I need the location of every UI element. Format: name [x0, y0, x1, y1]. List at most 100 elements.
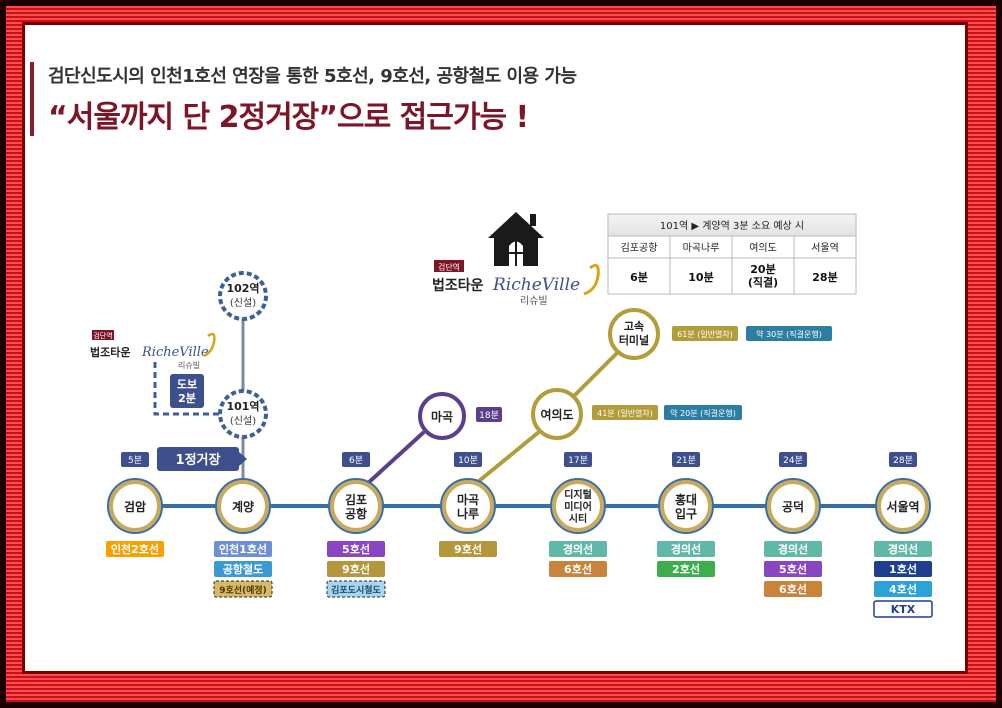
line-badge — [214, 561, 272, 577]
line-badge-label: 인천1호선 — [219, 542, 267, 556]
line-badge — [657, 541, 715, 557]
time-table-header: 서울역 — [811, 242, 839, 254]
time-table-value: 20분 — [750, 263, 775, 276]
line-badge — [873, 600, 933, 618]
brand-town-small: 법조타운 — [90, 345, 130, 359]
station-102-name: 102역 — [226, 281, 259, 295]
station-time: 17분 — [568, 455, 588, 466]
walk-time: 2분 — [178, 392, 196, 405]
yeouido-normal: 41분 (일반열차) — [597, 409, 653, 418]
one-stop-badge: 1정거장 — [157, 447, 247, 471]
line-badge — [657, 561, 715, 577]
line-badge-label: 9호선(예정) — [219, 584, 267, 596]
magok-time-badge: 18분 — [476, 407, 502, 422]
line-badge — [214, 541, 272, 557]
brand-swoosh-icon — [583, 263, 600, 296]
line-badge-label: 인천2호선 — [111, 542, 159, 556]
brand-badge: 검단역 — [438, 262, 460, 272]
brand-logo-text-small: RicheVille — [141, 345, 209, 360]
headline-subtitle: 검단신도시의 인천1호선 연장을 통한 5호선, 9호선, 공항철도 이용 가능 — [48, 66, 577, 87]
time-table-value: 10분 — [688, 271, 713, 284]
line-badge — [874, 541, 932, 557]
station-time: 6분 — [349, 455, 363, 466]
brand-logo-text: RicheVille — [492, 275, 580, 295]
station-102-status: (신설) — [230, 297, 256, 309]
station-time-badge — [454, 452, 482, 467]
station-7[interactable]: 공덕 — [765, 478, 821, 534]
station-time-badge — [672, 452, 700, 467]
line-badge — [764, 561, 822, 577]
line-badge-label: 5호선 — [779, 562, 807, 576]
station-time: 10분 — [458, 455, 478, 466]
line-badge-label: 4호선 — [889, 582, 917, 596]
brand-badge-small: 검단역 — [93, 331, 112, 340]
station-yeouido-name: 여의도 — [540, 407, 573, 422]
station-magok[interactable]: 마곡 — [418, 392, 466, 440]
station-terminal-name-2: 터미널 — [619, 333, 649, 347]
time-table-header: 여의도 — [749, 242, 777, 254]
line-badge-label: 9호선 — [342, 562, 370, 576]
station-102[interactable]: 102역 (신설) — [218, 271, 268, 321]
terminal-express-badge: 약 30분 (직결운행) — [746, 326, 832, 341]
station-name: 검암 — [124, 499, 146, 514]
line-badge-label: 6호선 — [779, 582, 807, 596]
station-1[interactable]: 검암 — [107, 478, 163, 534]
station-name: 마곡 — [457, 492, 479, 507]
magok-time: 18분 — [479, 410, 499, 421]
brand-sub: 리슈빌 — [520, 295, 548, 307]
line-badge — [106, 541, 164, 557]
yeouido-normal-badge: 41분 (일반열차) — [592, 405, 658, 420]
headline-block: 검단신도시의 인천1호선 연장을 통한 5호선, 9호선, 공항철도 이용 가능… — [30, 62, 728, 136]
station-name: 나루 — [457, 506, 479, 521]
line-badge-label: 경의선 — [671, 542, 701, 556]
station-4[interactable]: 마곡나루 — [440, 478, 496, 534]
line-badge — [549, 541, 607, 557]
line-badge-label: KTX — [891, 603, 916, 616]
station-yeouido[interactable]: 여의도 — [531, 388, 583, 440]
line-yeouido — [466, 425, 547, 492]
line-badge — [439, 541, 497, 557]
line-badge-label: 김포도시철도 — [331, 584, 381, 596]
line-badge-label: 경의선 — [563, 542, 593, 556]
station-time-badge — [779, 452, 807, 467]
station-time: 21분 — [676, 455, 696, 466]
yeouido-express-badge: 약 20분 (직결운행) — [664, 405, 742, 420]
station-101[interactable]: 101역 (신설) — [218, 389, 268, 439]
line-badge-label: 9호선 — [454, 542, 482, 556]
station-3[interactable]: 김포공항 — [328, 478, 384, 534]
yeouido-express: 약 20분 (직결운행) — [670, 408, 736, 418]
line-badge-label: 공항철도 — [223, 562, 263, 576]
time-table-value: (직결) — [748, 275, 778, 289]
station-time-badge — [121, 452, 149, 467]
brand-town: 법조타운 — [432, 278, 484, 294]
line-badge — [874, 561, 932, 577]
station-8[interactable]: 서울역 — [875, 478, 931, 534]
line-badge — [327, 561, 385, 577]
line-badge-label: 경의선 — [778, 542, 808, 556]
station-terminal-name-1: 고속 — [624, 320, 644, 333]
station-time: 28분 — [893, 455, 913, 466]
station-terminal[interactable]: 고속 터미널 — [608, 308, 660, 360]
line-terminal — [568, 348, 622, 402]
house-icon — [488, 212, 544, 266]
time-table-header: 김포공항 — [621, 242, 658, 254]
station-2[interactable]: 계양 — [215, 478, 271, 534]
line-badge — [213, 580, 273, 598]
station-time-badge — [342, 452, 370, 467]
station-time-badge — [564, 452, 592, 467]
terminal-normal: 61분 (일반열차) — [677, 330, 733, 339]
station-time: 5분 — [128, 455, 142, 466]
time-table-value: 28분 — [812, 271, 837, 284]
brand-logo-large: 검단역 법조타운 RicheVille 리슈빌 — [432, 260, 600, 307]
time-table: 101역 ▶ 계양역 3분 소요 예상 시 김포공항6분마곡나루10분여의도20… — [607, 213, 857, 295]
line-badge — [326, 580, 386, 598]
line-badge — [327, 541, 385, 557]
one-stop-label: 1정거장 — [176, 452, 221, 468]
station-name: 김포 — [345, 492, 367, 507]
station-time: 24분 — [783, 455, 803, 466]
walk-label: 도보 — [177, 378, 197, 391]
line-badge-label: 1호선 — [889, 562, 917, 576]
